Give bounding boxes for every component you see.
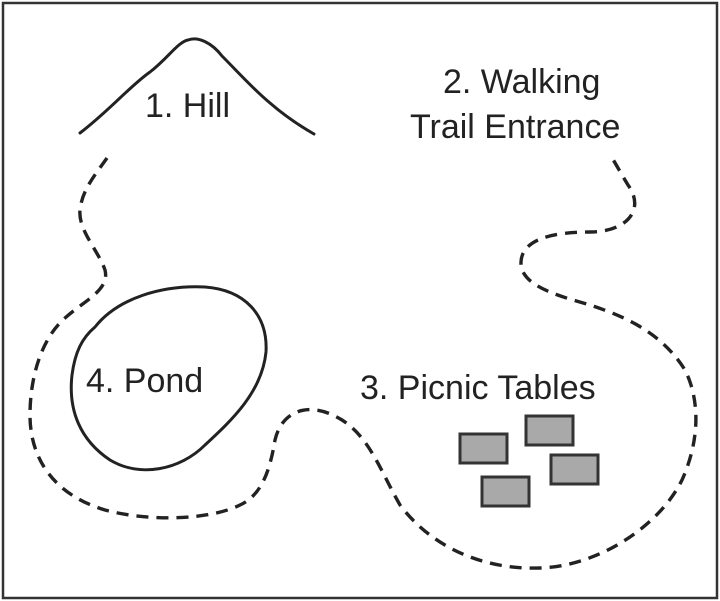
trail-entrance-label-line2: Trail Entrance <box>410 108 620 146</box>
hill-outline <box>78 37 316 136</box>
hill-label: 1. Hill <box>145 87 230 125</box>
picnic-tables-label: 3. Picnic Tables <box>360 369 596 407</box>
picnic-table <box>458 432 509 465</box>
picnic-table <box>524 414 575 447</box>
pond-label: 4. Pond <box>86 362 203 400</box>
picnic-table <box>549 453 600 486</box>
trail-entrance-label-line1: 2. Walking <box>443 63 600 101</box>
picnic-table <box>480 475 531 508</box>
pond-outline <box>69 285 268 472</box>
